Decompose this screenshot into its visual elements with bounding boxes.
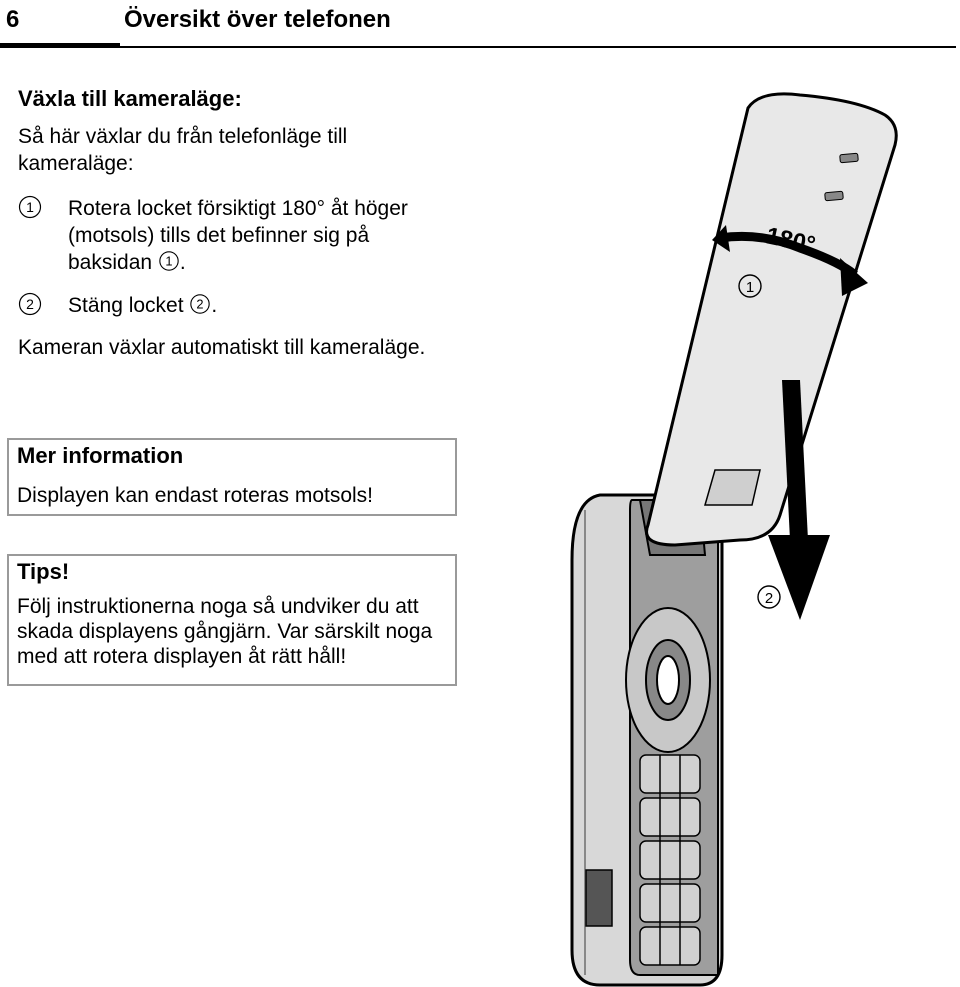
marker-2: 2 (757, 585, 781, 609)
svg-text:2: 2 (197, 297, 204, 312)
svg-text:1: 1 (26, 199, 34, 215)
step-2-text-main: Stäng locket (68, 294, 190, 317)
page-number: 6 (6, 6, 20, 33)
tips-box: Tips! Följ instruktionerna noga så undvi… (7, 554, 457, 686)
phone-illustration: 180° 1 2 (570, 92, 898, 987)
tips-box-title: Tips! (17, 559, 70, 584)
step-2-text: Stäng locket 2 . (68, 292, 458, 319)
circled-2-inline-icon: 2 (190, 294, 211, 314)
close-arrow (768, 380, 830, 620)
circled-2-icon: 2 (18, 292, 42, 316)
step-2-text-end: . (211, 294, 218, 317)
info-box: Mer information Displayen kan endast rot… (7, 438, 457, 516)
tips-box-text: Följ instruktionerna noga så undviker du… (17, 595, 433, 668)
keypad (639, 754, 701, 966)
svg-text:2: 2 (26, 296, 34, 312)
flip-lid (645, 92, 898, 547)
outro-paragraph: Kameran växlar automatiskt till kameralä… (18, 336, 426, 359)
header-rule-thin (120, 46, 956, 48)
svg-text:1: 1 (746, 279, 754, 296)
svg-text:1: 1 (165, 254, 172, 269)
page-title: Översikt över telefonen (124, 6, 391, 33)
info-box-title: Mer information (17, 443, 184, 468)
step-1-text-end: . (179, 251, 186, 274)
header-rule-thick (0, 43, 120, 48)
marker-1: 1 (738, 274, 762, 298)
info-box-text: Displayen kan endast roteras motsols! (17, 484, 374, 507)
circled-1-icon: 1 (18, 195, 42, 219)
circled-1-inline-icon: 1 (159, 251, 179, 271)
svg-text:2: 2 (765, 590, 773, 607)
step-1-text: Rotera locket försiktigt 180° åt höger (… (68, 195, 458, 276)
phone-body (570, 493, 724, 987)
intro-paragraph: Så här växlar du från telefonläge till k… (18, 125, 348, 175)
step-1-text-main: Rotera locket försiktigt 180° åt höger (… (68, 197, 408, 274)
section-title: Växla till kameraläge: (18, 86, 242, 111)
